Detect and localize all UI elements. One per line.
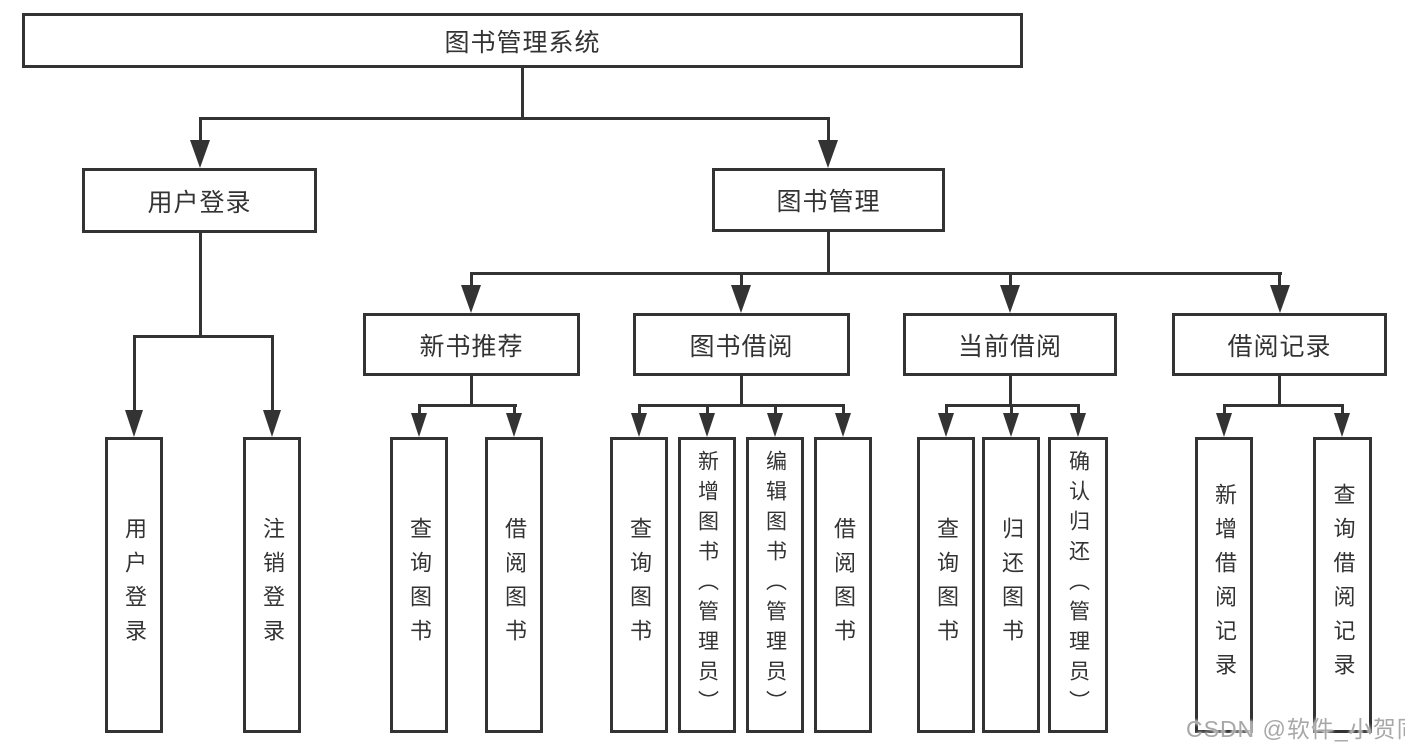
node-current-borrow: 当前借阅: [903, 313, 1117, 376]
connector-line: [944, 404, 948, 418]
node-current-borrow-label: 当前借阅: [957, 332, 1062, 361]
connector-line: [826, 230, 830, 274]
connector-line: [198, 116, 202, 145]
arrow-down-icon: [1000, 285, 1020, 313]
arrow-down-icon: [835, 413, 851, 437]
leaf-edit-book-admin-label: 编辑图书（管理员）: [763, 450, 787, 720]
connector-line: [1009, 404, 1013, 418]
connector-line: [270, 334, 274, 413]
connector-line: [739, 271, 743, 288]
node-book-management: 图书管理: [712, 168, 945, 232]
connector-line: [469, 271, 473, 288]
connector-line: [841, 404, 845, 418]
connector-line: [417, 404, 517, 407]
leaf-confirm-return-admin: 确认归还（管理员）: [1048, 437, 1108, 733]
node-user-login: 用户登录: [82, 168, 317, 233]
leaf-query-book-3-label: 查询图书: [934, 517, 959, 653]
csdn-watermark: CSDN @软件_小贺同学: [1186, 716, 1405, 742]
node-root: 图书管理系统: [22, 13, 1023, 68]
arrow-down-icon: [767, 413, 783, 437]
leaf-logout: 注销登录: [243, 437, 301, 733]
connector-line: [520, 66, 524, 118]
arrow-down-icon: [731, 285, 751, 313]
connector-line: [469, 374, 473, 407]
connector-line: [1222, 404, 1344, 407]
leaf-query-borrow-record-label: 查询借阅记录: [1330, 483, 1356, 687]
leaf-query-book-2-label: 查询图书: [627, 517, 652, 653]
connector-line: [1278, 374, 1281, 407]
node-new-book-recommend-label: 新书推荐: [419, 332, 524, 361]
node-book-management-label: 图书管理: [776, 188, 881, 216]
connector-line: [637, 404, 641, 418]
leaf-borrow-book-1: 借阅图书: [485, 437, 543, 733]
connector-line: [512, 404, 516, 418]
arrow-down-icon: [1070, 413, 1086, 437]
connector-line: [1278, 271, 1281, 288]
leaf-query-borrow-record: 查询借阅记录: [1313, 437, 1372, 733]
leaf-query-book-1: 查询图书: [390, 437, 448, 733]
leaf-borrow-book-2-label: 借阅图书: [831, 517, 856, 653]
connector-line: [637, 404, 845, 407]
connector-line: [1222, 404, 1226, 418]
arrow-down-icon: [1269, 285, 1290, 313]
arrow-down-icon: [190, 140, 210, 168]
node-book-borrow-label: 图书借阅: [689, 332, 794, 361]
leaf-query-book-3: 查询图书: [917, 437, 975, 733]
connector-line: [773, 404, 777, 418]
leaf-user-login-label: 用户登录: [122, 517, 147, 653]
connector-line: [469, 271, 1282, 275]
arrow-down-icon: [506, 413, 522, 437]
arrow-down-icon: [1216, 413, 1232, 437]
arrow-down-icon: [125, 410, 143, 437]
leaf-return-book-label: 归还图书: [999, 517, 1024, 653]
node-book-borrow: 图书借阅: [633, 313, 850, 376]
arrow-down-icon: [263, 410, 281, 437]
leaf-borrow-book-1-label: 借阅图书: [502, 517, 527, 653]
node-new-book-recommend: 新书推荐: [363, 313, 580, 376]
leaf-logout-label: 注销登录: [260, 517, 285, 653]
leaf-add-book-admin: 新增图书（管理员）: [678, 437, 736, 733]
connector-line: [740, 374, 743, 407]
node-borrow-record: 借阅记录: [1172, 313, 1387, 376]
arrow-down-icon: [411, 413, 427, 437]
node-root-label: 图书管理系统: [444, 28, 601, 57]
leaf-query-book-2: 查询图书: [610, 437, 668, 733]
arrow-down-icon: [1334, 413, 1350, 437]
connector-line: [1008, 374, 1012, 407]
leaf-add-borrow-record: 新增借阅记录: [1195, 437, 1253, 733]
arrow-down-icon: [818, 140, 838, 168]
connector-line: [132, 334, 274, 338]
connector-line: [1008, 271, 1012, 288]
leaf-query-book-1-label: 查询图书: [407, 517, 432, 653]
arrow-down-icon: [938, 413, 954, 437]
arrow-down-icon: [1003, 413, 1019, 437]
connector-line: [198, 116, 830, 120]
leaf-borrow-book-2: 借阅图书: [814, 437, 872, 733]
leaf-edit-book-admin: 编辑图书（管理员）: [746, 437, 804, 733]
node-user-login-label: 用户登录: [147, 188, 252, 217]
leaf-confirm-return-admin-label: 确认归还（管理员）: [1066, 450, 1090, 720]
connector-line: [1076, 404, 1080, 418]
connector-line: [417, 404, 421, 418]
connector-line: [1340, 404, 1344, 418]
connector-line: [705, 404, 709, 418]
arrow-down-icon: [631, 413, 647, 437]
connector-line: [132, 334, 136, 413]
leaf-user-login: 用户登录: [105, 437, 163, 733]
leaf-add-book-admin-label: 新增图书（管理员）: [695, 450, 719, 720]
leaf-return-book: 归还图书: [982, 437, 1040, 733]
arrow-down-icon: [461, 285, 481, 313]
connector-line: [198, 231, 202, 337]
arrow-down-icon: [699, 413, 715, 437]
leaf-add-borrow-record-label: 新增借阅记录: [1212, 483, 1237, 687]
connector-line: [826, 116, 830, 145]
node-borrow-record-label: 借阅记录: [1227, 332, 1332, 361]
